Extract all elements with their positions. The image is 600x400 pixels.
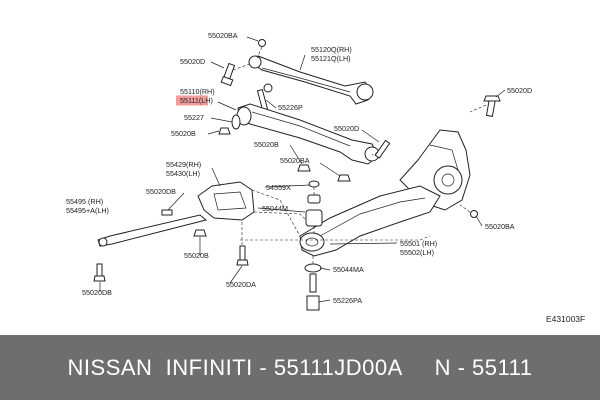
- footer-bar: NISSAN INFINITI - 55111JD00A N - 55111: [0, 335, 600, 400]
- label-55020d-right: 55020D: [507, 86, 532, 95]
- highlight-box: [176, 95, 208, 106]
- label-55429: 55429(RH): [166, 160, 201, 169]
- bolt-55020ba-right: [459, 204, 478, 218]
- bolt-55226p: [256, 83, 273, 111]
- label-55121q: 55121Q(LH): [311, 54, 351, 63]
- bolt-55020d-right: [469, 95, 501, 117]
- label-55020ba-right: 55020BA: [485, 222, 515, 231]
- label-55501: 55501 (RH): [400, 239, 437, 248]
- label-55110: 55110(RH): [180, 87, 215, 96]
- label-55226p: 55226P: [278, 103, 303, 112]
- bolt-55020b-c: [193, 229, 207, 237]
- label-55020d-mid: 55020D: [334, 124, 359, 133]
- label-55020db-a: 55020DB: [146, 187, 176, 196]
- label-55020b-a: 55020B: [171, 129, 196, 138]
- label-54559x: 54559X: [266, 183, 291, 192]
- label-55111: 55111(LH): [180, 96, 213, 105]
- bolt-55020db-b: [93, 263, 106, 282]
- upper-link: [248, 55, 374, 105]
- suspension-diagram: 55020BA 55120Q(RH) 55121Q(LH) 55020D 550…: [66, 31, 585, 324]
- label-55227: 55227: [184, 113, 204, 122]
- bolt-55020b-b: [297, 164, 311, 172]
- label-55044ma: 55044MA: [333, 265, 364, 274]
- label-55226pa: 55226PA: [333, 296, 362, 305]
- bolt-55020db-a: [161, 209, 173, 216]
- label-55020ba-mid: 55020BA: [280, 156, 310, 165]
- footer-part-text: NISSAN INFINITI - 55111JD00A N - 55111: [67, 354, 533, 380]
- label-55120q: 55120Q(RH): [311, 45, 352, 54]
- spring-stack: [304, 180, 323, 311]
- bolt-55020d-mid: [371, 139, 391, 159]
- label-55020da: 55020DA: [226, 280, 256, 289]
- label-55495a: 55495+A(LH): [66, 206, 109, 215]
- diagram-code: E431003F: [546, 314, 585, 324]
- label-55020b-c: 55020B: [184, 251, 209, 260]
- bolt-55020ba-top: [256, 39, 266, 59]
- leader-lines: [99, 36, 506, 303]
- bolt-55020da: [236, 222, 249, 266]
- label-55020ba-top: 55020BA: [208, 31, 238, 40]
- label-55495: 55495 (RH): [66, 197, 103, 206]
- lower-link: [236, 103, 380, 165]
- label-55020d-left: 55020D: [180, 57, 205, 66]
- lower-control-arm: [299, 185, 441, 257]
- bolt-55020b-a: [218, 127, 231, 135]
- label-55502: 55502(LH): [400, 248, 434, 257]
- label-55020db-b: 55020DB: [82, 288, 112, 297]
- lateral-rod: [97, 214, 208, 247]
- bracket-55429: [197, 181, 255, 221]
- nut-55020ba-mid: [337, 174, 351, 182]
- label-55044m: 55044M: [262, 204, 288, 213]
- washer-55227: [231, 114, 241, 130]
- bolt-55020d-left: [220, 62, 251, 87]
- reference-lines: [240, 189, 431, 241]
- label-55020b-b: 55020B: [254, 140, 279, 149]
- label-55430: 55430(LH): [166, 169, 200, 178]
